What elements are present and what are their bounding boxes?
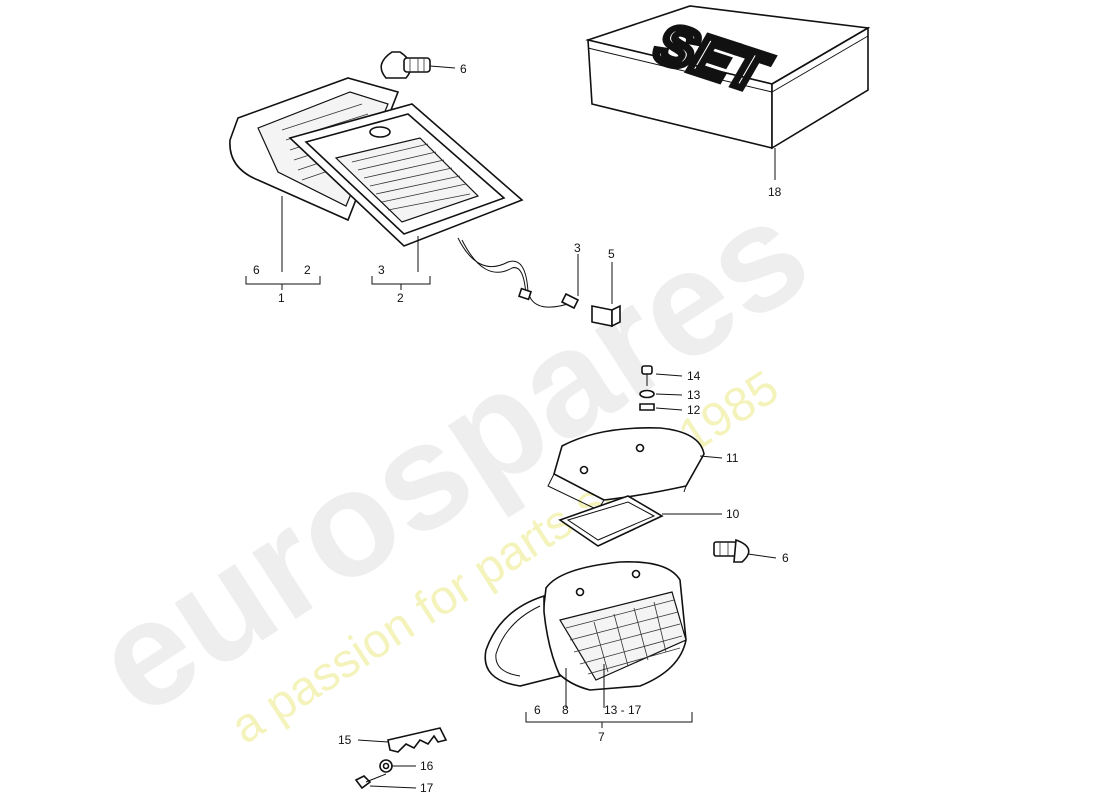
group-bracket-1 — [245, 276, 321, 290]
callout-2: 2 — [397, 291, 404, 305]
callout-group2-3: 3 — [378, 263, 385, 277]
callout-group7-6: 6 — [534, 703, 541, 717]
fasteners-lower — [354, 759, 417, 790]
callout-6-right: 6 — [782, 551, 789, 565]
gasket — [558, 495, 722, 547]
callout-16: 16 — [420, 759, 434, 773]
bulb-top — [380, 51, 456, 79]
watermark-brand: eurospares — [66, 165, 836, 746]
callout-11: 11 — [726, 451, 739, 465]
callout-13: 13 — [687, 388, 701, 402]
callout-15: 15 — [338, 733, 352, 747]
callout-5: 5 — [608, 247, 615, 261]
callout-12: 12 — [687, 403, 701, 417]
callout-17: 17 — [420, 781, 434, 795]
group-bracket-2 — [371, 276, 431, 290]
watermark: eurospares a passion for parts since 198… — [66, 165, 836, 754]
callout-group1-6: 6 — [253, 263, 260, 277]
cable-and-connector — [457, 237, 621, 328]
brake-light-assembly — [229, 77, 524, 272]
callout-3: 3 — [574, 241, 581, 255]
bulb-right — [713, 538, 777, 563]
callout-group1-2: 2 — [304, 263, 311, 277]
lamp-housing — [484, 561, 687, 708]
callout-18: 18 — [768, 185, 782, 199]
callout-labels: 6 18 6 2 1 3 2 3 5 14 13 12 11 10 6 6 8 … — [253, 62, 789, 795]
bracket-15 — [357, 727, 448, 753]
callout-14: 14 — [687, 369, 701, 383]
fasteners-upper — [639, 365, 683, 411]
callout-7: 7 — [598, 730, 605, 744]
callout-6-top: 6 — [460, 62, 467, 76]
callout-1: 1 — [278, 291, 285, 305]
callout-group7-8: 8 — [562, 703, 569, 717]
callout-10: 10 — [726, 507, 740, 521]
group-bracket-7 — [525, 712, 693, 728]
callout-group7-13-17: 13 - 17 — [604, 703, 642, 717]
set-box: SET — [585, 5, 871, 180]
